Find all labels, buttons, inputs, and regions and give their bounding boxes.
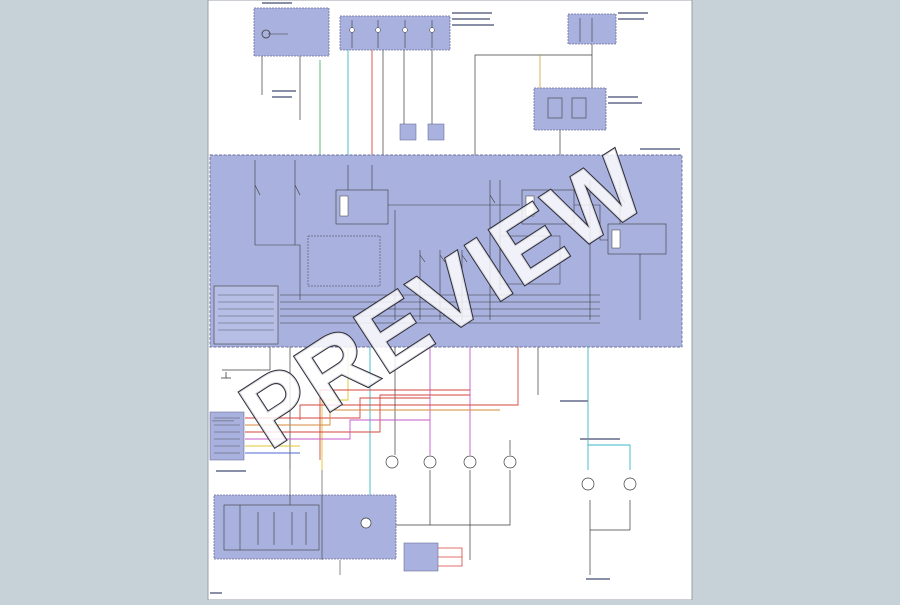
relay-icon bbox=[521, 189, 575, 225]
right-headlight bbox=[463, 455, 517, 469]
left-headlight bbox=[385, 455, 437, 469]
fuse-relay-box bbox=[567, 13, 617, 45]
headlight-dimmer-relay bbox=[533, 87, 607, 131]
headlight-dimmer-switch bbox=[213, 470, 397, 575]
fuse-icon bbox=[429, 27, 435, 33]
connector bbox=[427, 123, 445, 141]
lamp-icon bbox=[360, 517, 372, 529]
bottom-connector bbox=[403, 542, 463, 572]
fuse-icon bbox=[402, 27, 408, 33]
lamp-icon bbox=[503, 455, 517, 469]
switch-icon bbox=[254, 184, 626, 263]
fuse-icon bbox=[349, 27, 355, 33]
connector bbox=[399, 123, 417, 141]
lamp-icon bbox=[581, 477, 595, 491]
control-unit-terminal-block bbox=[213, 285, 279, 345]
fuse-icon bbox=[375, 27, 381, 33]
lamp-icon bbox=[423, 455, 437, 469]
lamp-icon bbox=[463, 455, 477, 469]
underdash-fuse-box bbox=[253, 7, 330, 57]
relay-icon bbox=[335, 189, 389, 225]
power-distribution-box bbox=[339, 15, 451, 51]
headlight-relay-connector bbox=[209, 411, 245, 461]
ground-icon bbox=[221, 369, 270, 379]
multiplex-control-unit bbox=[209, 154, 683, 348]
relay-icon bbox=[571, 97, 587, 119]
lamp-icon bbox=[385, 455, 399, 469]
relay-icon bbox=[607, 223, 667, 255]
lamp-icon bbox=[623, 477, 637, 491]
combination-light-switch bbox=[307, 235, 381, 287]
relay-icon bbox=[547, 97, 563, 119]
